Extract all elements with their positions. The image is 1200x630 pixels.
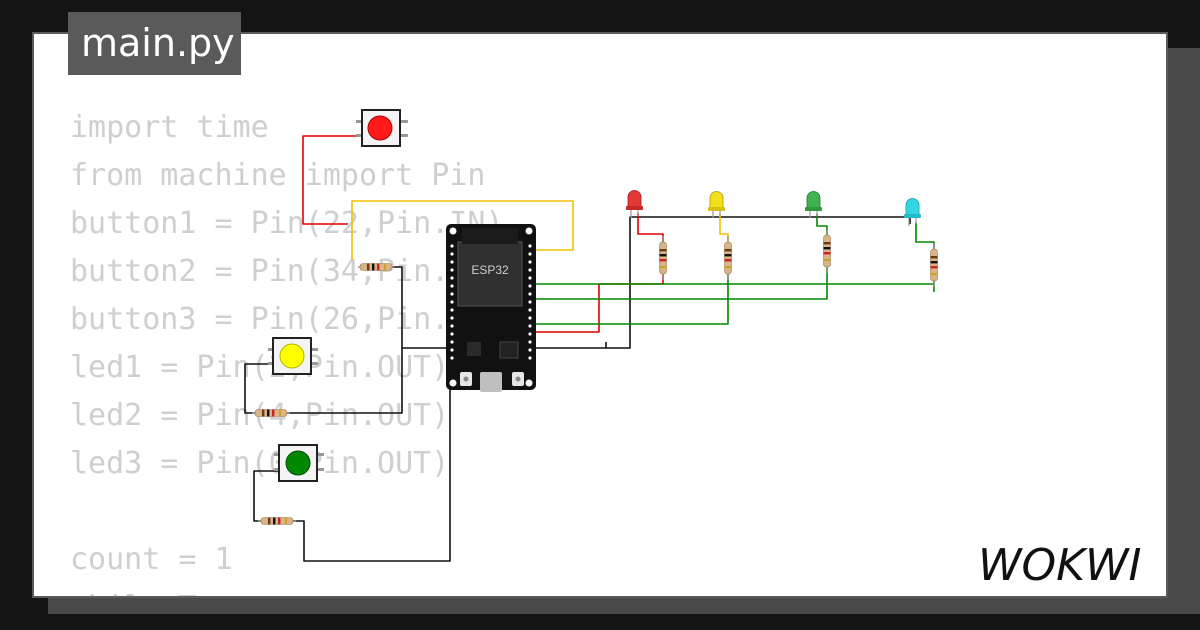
circuit-diagram: ESP32 — [244, 109, 939, 562]
code-line: led3 = Pin(0,Pin.OUT) — [70, 446, 450, 481]
resistor-2 — [252, 409, 290, 417]
preview-card: import time from machine import Pin button… — [32, 32, 1168, 598]
led-cyan[interactable] — [904, 198, 921, 227]
code-line: count = 1 — [70, 542, 233, 577]
wire-res2-gnd — [286, 348, 403, 414]
wokwi-logo-text: WOKWI — [978, 540, 1141, 591]
code-line: button1 = Pin(22,Pin.IN) — [70, 206, 504, 241]
wire-led2-signal — [530, 270, 729, 325]
wire-yellow-button2 — [351, 200, 574, 260]
wire-gnd-res1 — [390, 266, 448, 349]
board-label: ESP32 — [471, 263, 509, 277]
wire-led3-signal — [530, 264, 828, 300]
button-green[interactable] — [274, 444, 324, 482]
wire-led4-signal — [530, 278, 935, 292]
led-yellow[interactable] — [708, 191, 725, 219]
wire-led4-res — [915, 222, 935, 252]
wire-led1-signal — [530, 270, 664, 333]
button-yellow[interactable] — [268, 337, 318, 375]
code-line: while True: — [70, 584, 503, 596]
wires — [244, 135, 935, 562]
resistor-3 — [258, 517, 296, 525]
led-green[interactable] — [805, 191, 822, 219]
resistor-1 — [358, 263, 394, 271]
code-background: import time from machine import Pin button… — [70, 104, 504, 596]
wokwi-logo: WOKWI — [978, 540, 1141, 591]
resistor-led-3 — [822, 228, 832, 274]
code-line: led2 = Pin(4,Pin.OUT) — [70, 398, 450, 433]
button-red[interactable] — [356, 109, 408, 147]
file-tab[interactable]: main.py — [68, 12, 241, 75]
resistor-led-1 — [658, 235, 668, 281]
wire-res3-gnd — [292, 372, 451, 562]
code-line: from machine import Pin — [70, 158, 486, 193]
wire-led-gnd — [533, 216, 911, 349]
wire-yellow-btn-loop — [244, 363, 274, 414]
code-line: led1 = Pin(2,Pin.OUT) — [70, 350, 450, 385]
esp32-board[interactable]: ESP32 — [446, 224, 536, 392]
led-red[interactable] — [626, 190, 643, 218]
wire-led1-res — [637, 213, 664, 246]
resistor-led-2 — [723, 235, 733, 281]
wire-red-button — [302, 135, 360, 225]
wire-led2-res — [719, 214, 729, 246]
resistor-led-4 — [929, 242, 939, 288]
wire-green-btn-loop — [253, 470, 281, 522]
code-line: import time — [70, 110, 269, 145]
